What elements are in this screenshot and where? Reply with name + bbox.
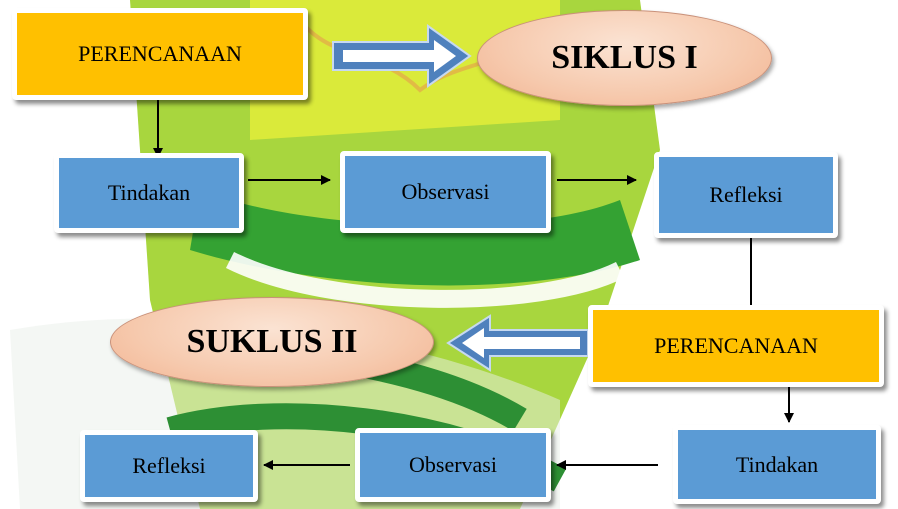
refleksi-label-2: Refleksi [132,453,206,478]
refleksi-box-1: Refleksi [654,152,838,238]
refleksi-label-1: Refleksi [709,182,783,207]
perencanaan-label-2: PERENCANAAN [654,333,818,358]
siklus-oval-2: SUKLUS II [110,297,434,387]
siklus-label-2: SUKLUS II [186,323,358,360]
observasi-box-2: Observasi [355,428,551,502]
tindakan-box-1: Tindakan [54,153,244,233]
perencanaan-box-2: PERENCANAAN [588,305,884,387]
tindakan-box-2: Tindakan [673,425,881,504]
perencanaan-box-1: PERENCANAAN [12,8,308,100]
perencanaan-label-1: PERENCANAAN [78,41,242,66]
block-arrow-right [332,24,472,88]
siklus-oval-1: SIKLUS I [477,10,772,106]
observasi-label-2: Observasi [409,452,497,477]
tindakan-label-1: Tindakan [107,180,191,205]
observasi-box-1: Observasi [340,151,551,233]
block-arrow-left [446,314,589,372]
siklus-label-1: SIKLUS I [551,39,698,76]
observasi-label-1: Observasi [401,179,490,204]
tindakan-label-2: Tindakan [735,451,819,477]
refleksi-box-2: Refleksi [80,430,258,502]
